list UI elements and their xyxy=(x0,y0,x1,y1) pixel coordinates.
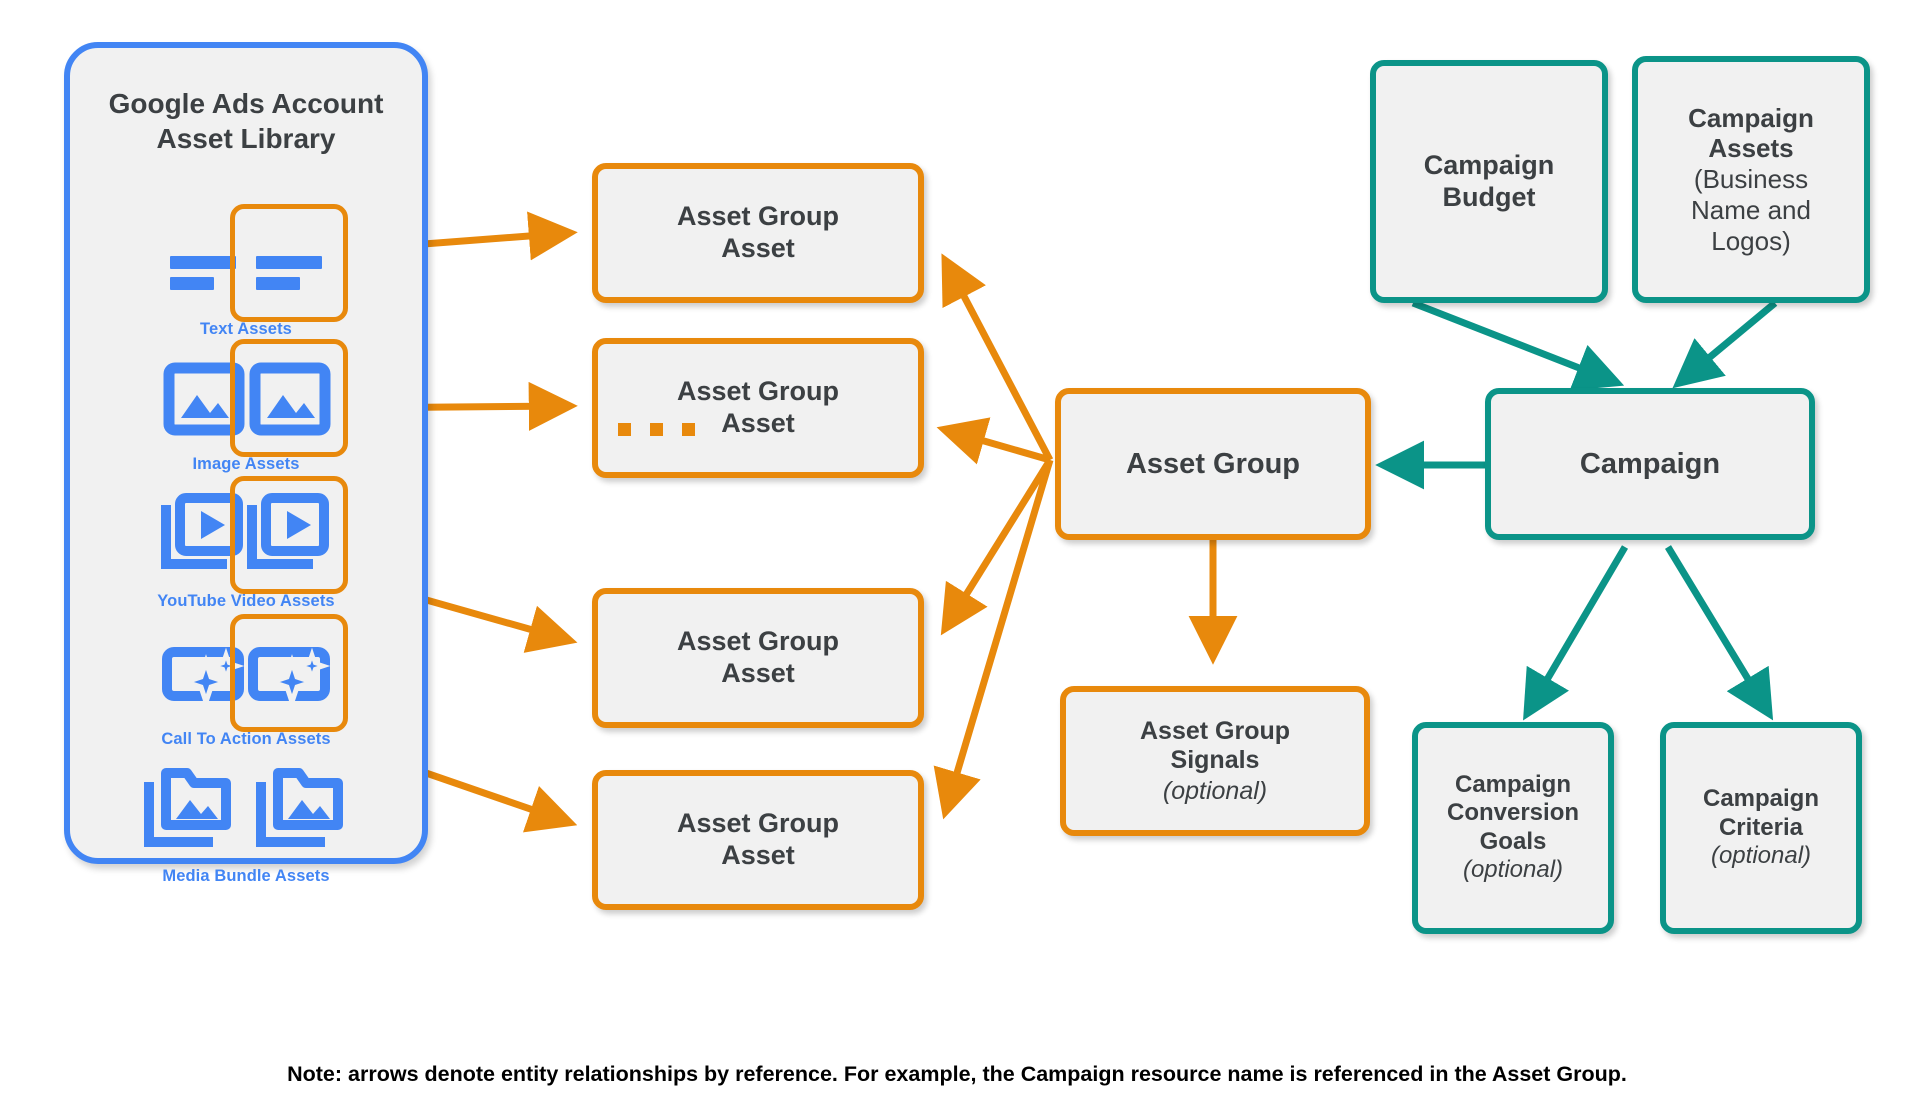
campaign-assets-box[interactable]: Campaign Assets (Business Name and Logos… xyxy=(1632,56,1870,303)
campaign-label: Campaign xyxy=(1579,447,1721,480)
aga-4-line1: Asset Group xyxy=(676,808,840,839)
signals-line2: Signals xyxy=(1170,746,1260,774)
campaign-conversion-goals-box[interactable]: Campaign Conversion Goals (optional) xyxy=(1412,722,1614,934)
ellipsis-dot-1 xyxy=(618,423,631,436)
arrow-ag-to-aga3 xyxy=(940,458,1053,636)
asset-library-title-line2: Asset Library xyxy=(156,123,336,154)
arrow-campaign-to-conversion-goals xyxy=(1523,545,1629,721)
arrow-ag-to-aga1 xyxy=(941,253,1054,462)
asset-row-text[interactable]: Text Assets xyxy=(70,204,422,339)
signals-optional: (optional) xyxy=(1162,776,1268,805)
signals-line1: Asset Group xyxy=(1139,716,1291,745)
asset-library-panel: Google Ads Account Asset Library xyxy=(64,42,428,885)
arrow-ag-to-aga2 xyxy=(936,417,1051,465)
ccg-optional: (optional) xyxy=(1462,856,1564,884)
asset-label-image: Image Assets xyxy=(192,455,300,473)
footnote-note: Note: arrows denote entity relationships… xyxy=(287,1062,1627,1086)
campaign-assets-sub1: (Business xyxy=(1693,164,1809,195)
cta-asset-highlight-box xyxy=(230,614,348,732)
campaign-assets-line2: Assets xyxy=(1708,133,1794,164)
arrow-budget-to-campaign xyxy=(1411,299,1625,391)
aga-2-line2: Asset xyxy=(721,408,795,438)
asset-library-title: Google Ads Account Asset Library xyxy=(70,86,422,156)
asset-label-video: YouTube Video Assets xyxy=(157,592,335,610)
asset-group-label: Asset Group xyxy=(1125,447,1301,480)
cc-line2: Criteria xyxy=(1718,813,1804,841)
campaign-assets-sub2: Name and xyxy=(1691,194,1811,225)
asset-row-video[interactable]: YouTube Video Assets xyxy=(70,476,422,611)
asset-row-image[interactable]: Image Assets xyxy=(70,339,422,474)
asset-group-asset-box-4[interactable]: Asset Group Asset xyxy=(592,770,924,910)
video-asset-highlight-box xyxy=(230,476,348,594)
asset-group-signals-box[interactable]: Asset Group Signals (optional) xyxy=(1060,686,1370,836)
aga-3-line1: Asset Group xyxy=(676,626,840,657)
asset-label-media-bundle: Media Bundle Assets xyxy=(162,867,330,885)
text-asset-highlight-box xyxy=(230,204,348,322)
asset-group-asset-box-2[interactable]: Asset Group Asset xyxy=(592,338,924,478)
image-asset-highlight-box xyxy=(230,339,348,457)
asset-row-media-bundle[interactable]: Media Bundle Assets xyxy=(70,763,422,886)
asset-library-title-line1: Google Ads Account xyxy=(108,88,384,119)
asset-group-asset-box-3[interactable]: Asset Group Asset xyxy=(592,588,924,728)
aga-4-line2: Asset xyxy=(721,840,795,870)
ccg-line2: Conversion xyxy=(1446,799,1580,827)
campaign-criteria-box[interactable]: Campaign Criteria (optional) xyxy=(1660,722,1862,934)
ccg-line3: Goals xyxy=(1479,827,1547,855)
budget-line1: Campaign xyxy=(1423,149,1555,180)
budget-line2: Budget xyxy=(1442,181,1536,212)
asset-group-box[interactable]: Asset Group xyxy=(1055,388,1371,540)
asset-row-cta[interactable]: Call To Action Assets xyxy=(70,614,422,749)
campaign-box[interactable]: Campaign xyxy=(1485,388,1815,540)
aga-1-line1: Asset Group xyxy=(676,201,840,232)
campaign-assets-sub3: Logos) xyxy=(1711,225,1791,256)
ellipsis-dot-3 xyxy=(682,423,695,436)
asset-group-asset-box-1[interactable]: Asset Group Asset xyxy=(592,163,924,303)
asset-label-text: Text Assets xyxy=(200,320,292,338)
cc-optional: (optional) xyxy=(1710,841,1812,869)
aga-1-line2: Asset xyxy=(721,233,795,263)
cc-line1: Campaign xyxy=(1702,785,1819,813)
arrow-campaign-assets-to-campaign xyxy=(1672,300,1778,389)
aga-2-line1: Asset Group xyxy=(676,376,840,407)
ellipsis-indicator xyxy=(618,423,695,436)
asset-label-cta: Call To Action Assets xyxy=(161,730,331,748)
arrow-campaign-to-criteria xyxy=(1665,545,1774,721)
ellipsis-dot-2 xyxy=(650,423,663,436)
ccg-line1: Campaign xyxy=(1454,771,1571,799)
campaign-budget-box[interactable]: Campaign Budget xyxy=(1370,60,1608,303)
campaign-assets-line1: Campaign xyxy=(1688,102,1814,133)
arrow-ag-to-aga4 xyxy=(933,459,1054,820)
aga-3-line2: Asset xyxy=(721,658,795,688)
